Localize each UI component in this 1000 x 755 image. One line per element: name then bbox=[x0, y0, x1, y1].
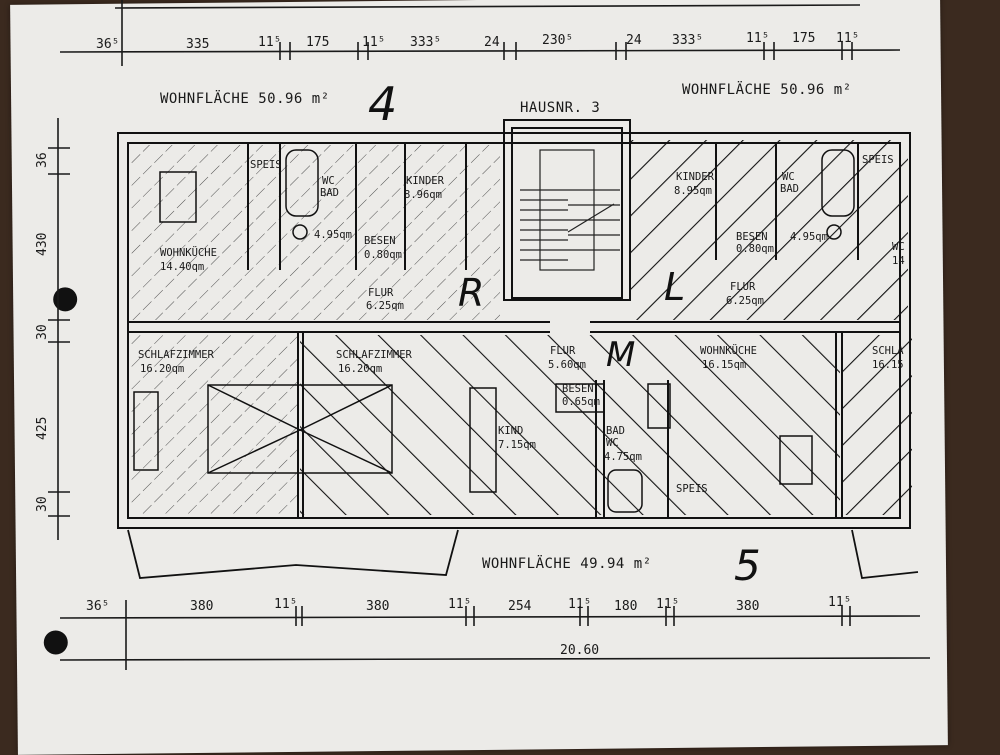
top-dim-label: 333⁵ bbox=[410, 35, 441, 50]
bottom-dim-label: 380 bbox=[366, 599, 389, 614]
top-dim-label: 175 bbox=[306, 35, 329, 50]
handwritten-unit-number: 4 bbox=[368, 77, 397, 131]
bottom-dimension-line bbox=[59, 600, 931, 670]
room-label: WC bbox=[322, 175, 335, 187]
room-label: 4.95qm bbox=[314, 229, 352, 241]
bottom-dim-label: 254 bbox=[508, 599, 532, 614]
room-label: KINDER bbox=[676, 171, 715, 183]
balconies bbox=[127, 529, 919, 579]
bottom-dim-label: 180 bbox=[614, 599, 637, 614]
top-dim-label: 24 bbox=[484, 35, 500, 50]
top-dim-label: 11⁵ bbox=[836, 31, 859, 46]
room-label: 14.40qm bbox=[160, 261, 204, 273]
room-label: 4.95qm bbox=[790, 231, 828, 243]
room-label: FLUR bbox=[550, 345, 576, 357]
handwritten-letter: L bbox=[664, 265, 685, 309]
room-label: SPEIS bbox=[676, 483, 708, 495]
room-label: 6.25qm bbox=[366, 300, 404, 312]
room-label: SCHLA bbox=[872, 345, 904, 357]
room-label: 6.25qm bbox=[726, 295, 764, 307]
room-label: WC bbox=[782, 171, 795, 183]
room-label: WOHNKÜCHE bbox=[700, 344, 757, 357]
room-label: SCHLAFZIMMER bbox=[336, 349, 413, 361]
bottom-dim-label: 11⁵ bbox=[274, 597, 297, 612]
room-label: BESEN bbox=[364, 235, 396, 247]
top-dim-label: 335 bbox=[186, 37, 209, 52]
area-label-right: WOHNFLÄCHE 50.96 m² bbox=[682, 80, 852, 98]
room-labels-lower: SCHLAFZIMMER 16.20qm SCHLAFZIMMER 16.20q… bbox=[138, 344, 904, 495]
room-label: KIND bbox=[498, 425, 523, 437]
room-label: KINDER bbox=[406, 175, 445, 187]
top-dim-label: 11⁵ bbox=[362, 35, 385, 50]
hatch-areas bbox=[130, 140, 912, 515]
left-dim-label: 30 bbox=[35, 324, 50, 340]
room-label: 16.15qm bbox=[702, 359, 746, 371]
bottom-dim-label: 11⁵ bbox=[828, 595, 851, 610]
room-label: 8.95qm bbox=[674, 185, 712, 197]
bottom-dim-label: 11⁵ bbox=[568, 597, 591, 612]
room-label: WC bbox=[892, 241, 905, 253]
room-label: FLUR bbox=[730, 281, 756, 293]
room-label: 16.20qm bbox=[338, 363, 382, 375]
top-dim-label: 11⁵ bbox=[258, 35, 281, 50]
room-label: 0.80qm bbox=[364, 249, 402, 261]
room-labels-upper-right: KINDER 8.95qm WC BAD BESEN 0.80qm 4.95qm… bbox=[674, 154, 905, 307]
room-label: 14 bbox=[892, 255, 905, 267]
handwritten-letter: M bbox=[606, 335, 635, 375]
walls bbox=[117, 119, 911, 529]
left-dim-label: 430 bbox=[35, 233, 50, 256]
top-dimension-line bbox=[59, 0, 901, 66]
handwritten-letter: R bbox=[458, 271, 484, 315]
top-dimension-labels: 36⁵ 335 11⁵ 175 11⁵ 333⁵ 24 230⁵ 24 333⁵… bbox=[96, 31, 859, 52]
total-width-label: 20.60 bbox=[560, 643, 599, 658]
top-dim-label: 230⁵ bbox=[542, 33, 573, 48]
handwritten-unit-number: 5 bbox=[734, 541, 761, 590]
top-dim-label: 333⁵ bbox=[672, 33, 703, 48]
bottom-dim-label: 36⁵ bbox=[86, 599, 109, 614]
bottom-dim-label: 380 bbox=[190, 599, 213, 614]
room-label: 4.75qm bbox=[604, 451, 642, 463]
room-label: BAD bbox=[780, 183, 799, 195]
bottom-dimension-labels: 36⁵ 380 11⁵ 380 11⁵ 254 11⁵ 180 11⁵ 380 … bbox=[86, 595, 851, 658]
handwritten-marks: R L M 5 bbox=[458, 265, 761, 590]
room-label: BESEN bbox=[736, 231, 768, 243]
room-label: 0.80qm bbox=[736, 243, 774, 255]
left-dim-label: 30 bbox=[35, 496, 50, 512]
left-dimension-line bbox=[48, 118, 70, 540]
bottom-dim-label: 380 bbox=[736, 599, 759, 614]
top-dim-label: 11⁵ bbox=[746, 31, 769, 46]
room-label: SPEIS bbox=[862, 154, 894, 166]
room-label: 7.15qm bbox=[498, 439, 536, 451]
room-label: 16.20qm bbox=[140, 363, 184, 375]
top-dim-label: 36⁵ bbox=[96, 37, 119, 52]
area-label-left: WOHNFLÄCHE 50.96 m² bbox=[160, 89, 330, 107]
house-number: HAUSNR. 3 bbox=[520, 100, 600, 116]
room-label: BAD bbox=[320, 187, 339, 199]
room-label: 8.96qm bbox=[404, 189, 442, 201]
top-dim-label: 24 bbox=[626, 33, 642, 48]
room-label: BAD bbox=[606, 425, 625, 437]
room-label: BESEN bbox=[562, 383, 594, 395]
room-label: SPEIS bbox=[250, 159, 282, 171]
room-label: WC bbox=[606, 437, 619, 449]
bottom-dim-label: 11⁵ bbox=[448, 597, 471, 612]
room-labels-upper-left: SPEIS WC BAD 4.95qm KINDER 8.96qm BESEN … bbox=[160, 159, 445, 312]
room-label: FLUR bbox=[368, 287, 394, 299]
room-label: WOHNKÜCHE bbox=[160, 246, 217, 259]
fixtures bbox=[133, 149, 855, 513]
staircase bbox=[520, 149, 620, 271]
left-dim-label: 425 bbox=[35, 417, 50, 440]
room-label: 16.15 bbox=[872, 359, 904, 371]
left-dim-label: 36 bbox=[35, 152, 50, 168]
room-label: 0.65qm bbox=[562, 396, 600, 408]
left-dimension-labels: 36 430 30 425 30 bbox=[35, 152, 50, 512]
room-label: 5.60qm bbox=[548, 359, 586, 371]
top-dim-label: 175 bbox=[792, 31, 815, 46]
bottom-dim-label: 11⁵ bbox=[656, 597, 679, 612]
area-label-bottom: WOHNFLÄCHE 49.94 m² bbox=[482, 554, 652, 572]
room-label: SCHLAFZIMMER bbox=[138, 349, 215, 361]
